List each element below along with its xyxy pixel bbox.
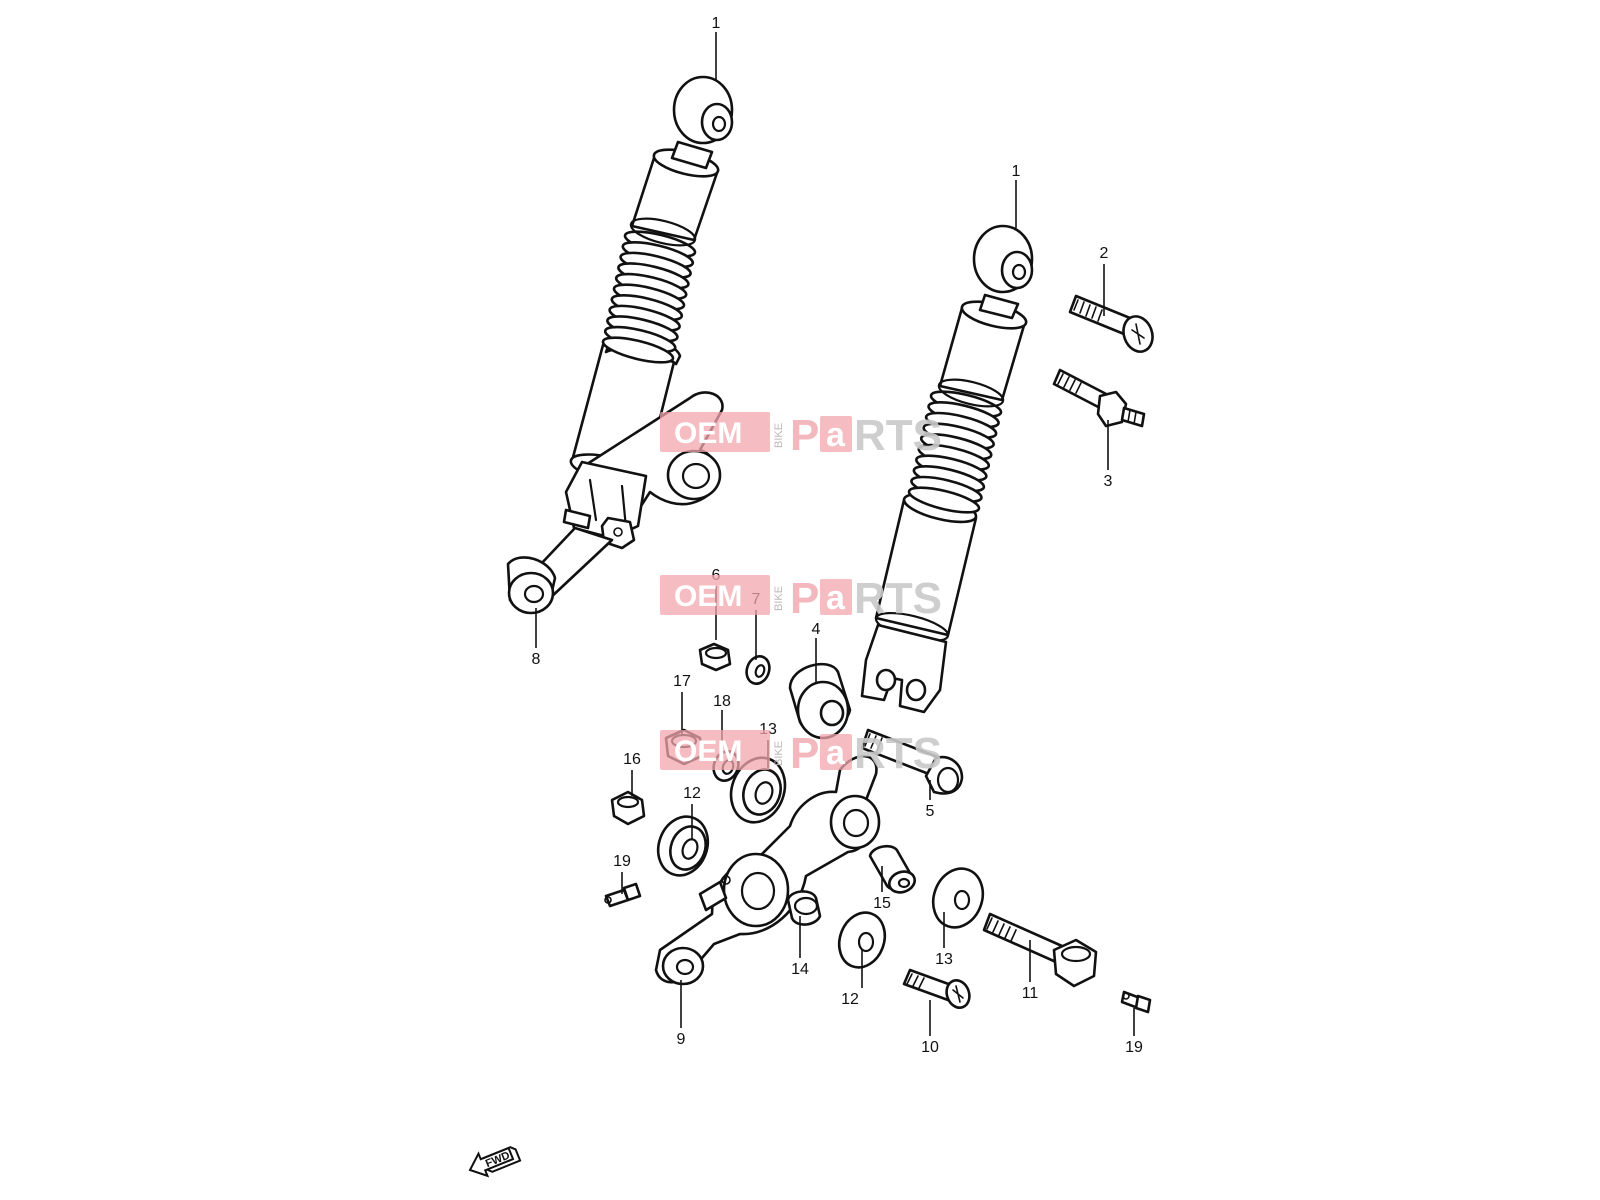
callout-5: 5 (926, 803, 935, 820)
dust-seal-part-12-right[interactable] (832, 906, 892, 974)
callout-12-left: 12 (683, 785, 701, 802)
svg-text:RTS: RTS (854, 729, 942, 778)
right-shock-absorber[interactable] (860, 224, 1034, 714)
svg-text:P: P (790, 729, 819, 778)
callout-1-left: 1 (712, 15, 721, 32)
fwd-label: FWD (484, 1150, 512, 1171)
nut-part-6[interactable] (698, 642, 732, 672)
callout-10: 10 (921, 1039, 939, 1056)
callout-18: 18 (713, 693, 731, 710)
bolt-part-10[interactable] (902, 968, 973, 1011)
nut-part-16[interactable] (610, 790, 646, 826)
svg-text:a: a (826, 579, 846, 617)
svg-text:BIKE: BIKE (773, 423, 785, 448)
callout-11: 11 (1022, 985, 1039, 1002)
callout-16: 16 (623, 751, 641, 768)
spacer-part-15[interactable] (868, 844, 918, 896)
callout-19-left: 19 (613, 853, 631, 870)
callout-15: 15 (873, 895, 891, 912)
callout-3: 3 (1104, 473, 1113, 490)
callout-17: 17 (673, 673, 691, 690)
callout-19-right: 19 (1125, 1039, 1143, 1056)
callout-14: 14 (791, 961, 809, 978)
fwd-arrow-icon: FWD (468, 1146, 522, 1178)
svg-text:RTS: RTS (854, 574, 942, 623)
svg-text:a: a (826, 416, 846, 454)
callout-4: 4 (812, 621, 821, 638)
bushing-part-4[interactable] (788, 662, 852, 740)
svg-text:OEM: OEM (674, 417, 742, 450)
svg-text:BIKE: BIKE (773, 586, 785, 611)
left-link-arm[interactable] (506, 391, 724, 615)
callout-9: 9 (677, 1031, 686, 1048)
left-shock-absorber[interactable] (568, 75, 734, 489)
callout-labels: 1 1 2 3 4 5 6 7 8 9 10 11 12 12 13 13 14… (532, 15, 1143, 1056)
svg-text:OEM: OEM (674, 580, 742, 613)
svg-text:BIKE: BIKE (773, 741, 785, 766)
stud-part-3[interactable] (1052, 368, 1146, 428)
callout-8: 8 (532, 651, 541, 668)
bolt-part-11[interactable] (982, 912, 1098, 988)
bolt-part-2[interactable] (1068, 294, 1157, 356)
collar-part-14[interactable] (786, 890, 822, 926)
svg-text:a: a (826, 734, 846, 772)
washer-part-7[interactable] (743, 653, 773, 687)
svg-text:P: P (790, 574, 819, 623)
bolt-part-5[interactable] (860, 728, 964, 795)
callout-12-right: 12 (841, 991, 859, 1008)
svg-text:OEM: OEM (674, 735, 742, 768)
callout-13-right: 13 (935, 951, 953, 968)
dust-seal-part-13-upper[interactable] (722, 750, 793, 830)
callout-2: 2 (1100, 245, 1109, 262)
callout-1-right: 1 (1012, 163, 1021, 180)
svg-text:P: P (790, 411, 819, 460)
dust-seal-part-12-left[interactable] (650, 810, 716, 883)
main-link-part-9[interactable] (654, 754, 881, 986)
grease-nipple-part-19-right[interactable] (1120, 990, 1152, 1014)
svg-text:RTS: RTS (854, 411, 942, 460)
dust-seal-part-13-right[interactable] (925, 862, 991, 935)
